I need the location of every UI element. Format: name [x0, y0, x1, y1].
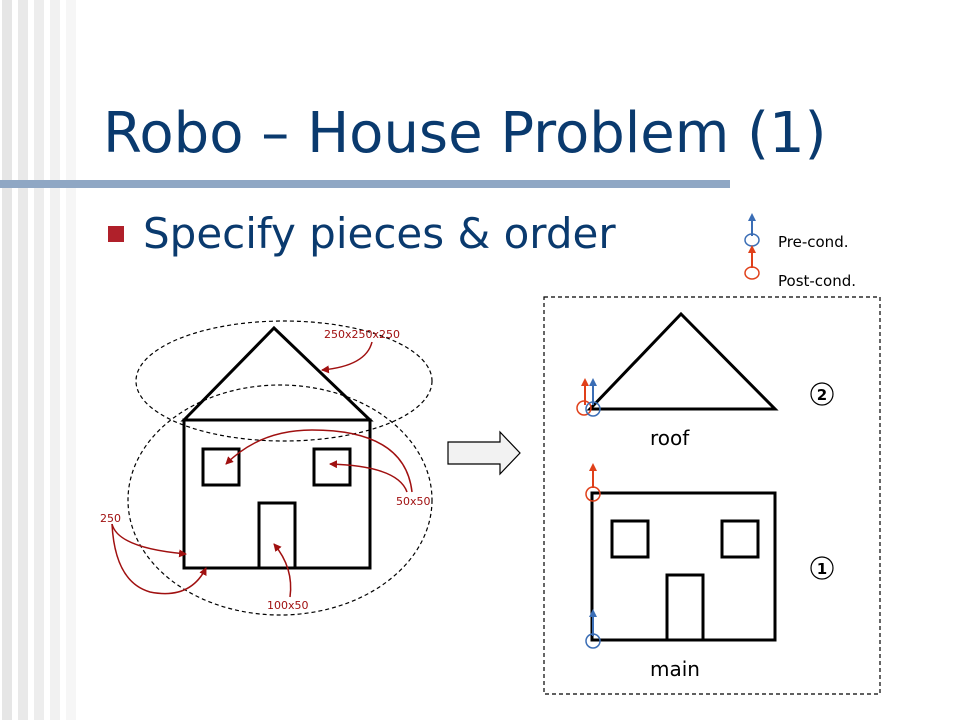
- roof-piece: [586, 311, 779, 411]
- left-house: 250x250x250 50x50 250 100x50: [100, 320, 433, 616]
- window-dimension-label: 50x50: [396, 495, 431, 508]
- title-underline: [0, 180, 730, 188]
- pre-cond-legend-icon: [744, 213, 760, 247]
- bullet-square-icon: [108, 226, 124, 242]
- main-piece-walls: [590, 491, 777, 642]
- wall-dimension-label: 250: [100, 512, 121, 525]
- door-annotation-arrow: [273, 543, 292, 598]
- post-cond-label: Post-cond.: [778, 272, 856, 290]
- left-door: [257, 501, 297, 570]
- roof-post-cond-icon: [576, 378, 592, 416]
- right-panel: roof main 2 1: [543, 296, 881, 695]
- main-piece-window-left: [610, 519, 650, 559]
- step-badge-main: 1: [810, 556, 834, 580]
- step-number-roof: 2: [817, 386, 827, 404]
- page-title: Robo – House Problem (1): [103, 101, 827, 166]
- bullet-text: Specify pieces & order: [143, 209, 616, 258]
- pre-cond-label: Pre-cond.: [778, 233, 848, 251]
- main-grouping-ellipse: [127, 384, 433, 616]
- transform-arrow: [447, 430, 521, 476]
- main-post-cond-icon: [585, 463, 601, 502]
- main-piece-window-right: [720, 519, 760, 559]
- left-window-right: [312, 447, 352, 487]
- wall-width-annotation-arrow: [111, 523, 207, 595]
- window-right-annotation-arrow: [329, 460, 408, 493]
- left-roof-triangle: [180, 325, 374, 422]
- roof-annotation-arrow: [321, 341, 373, 374]
- post-cond-legend-icon: [744, 245, 760, 280]
- legend: Pre-cond. Post-cond.: [744, 213, 856, 290]
- roof-grouping-ellipse: [135, 320, 433, 442]
- main-piece-door: [665, 573, 705, 642]
- roof-pre-cond-icon: [585, 378, 601, 417]
- step-badge-roof: 2: [810, 382, 834, 406]
- window-left-annotation-arrow: [225, 429, 413, 493]
- step-number-main: 1: [817, 560, 827, 578]
- door-dimension-label: 100x50: [267, 599, 309, 612]
- right-panel-border: [543, 296, 881, 695]
- left-walls: [182, 418, 372, 570]
- main-pre-cond-icon: [585, 609, 601, 649]
- main-label: main: [650, 657, 700, 681]
- wall-height-annotation-arrow: [111, 523, 187, 558]
- left-window-left: [201, 447, 241, 487]
- roof-label: roof: [650, 426, 690, 450]
- left-stripes-decoration: [0, 0, 80, 720]
- roof-dimension-label: 250x250x250: [324, 328, 400, 341]
